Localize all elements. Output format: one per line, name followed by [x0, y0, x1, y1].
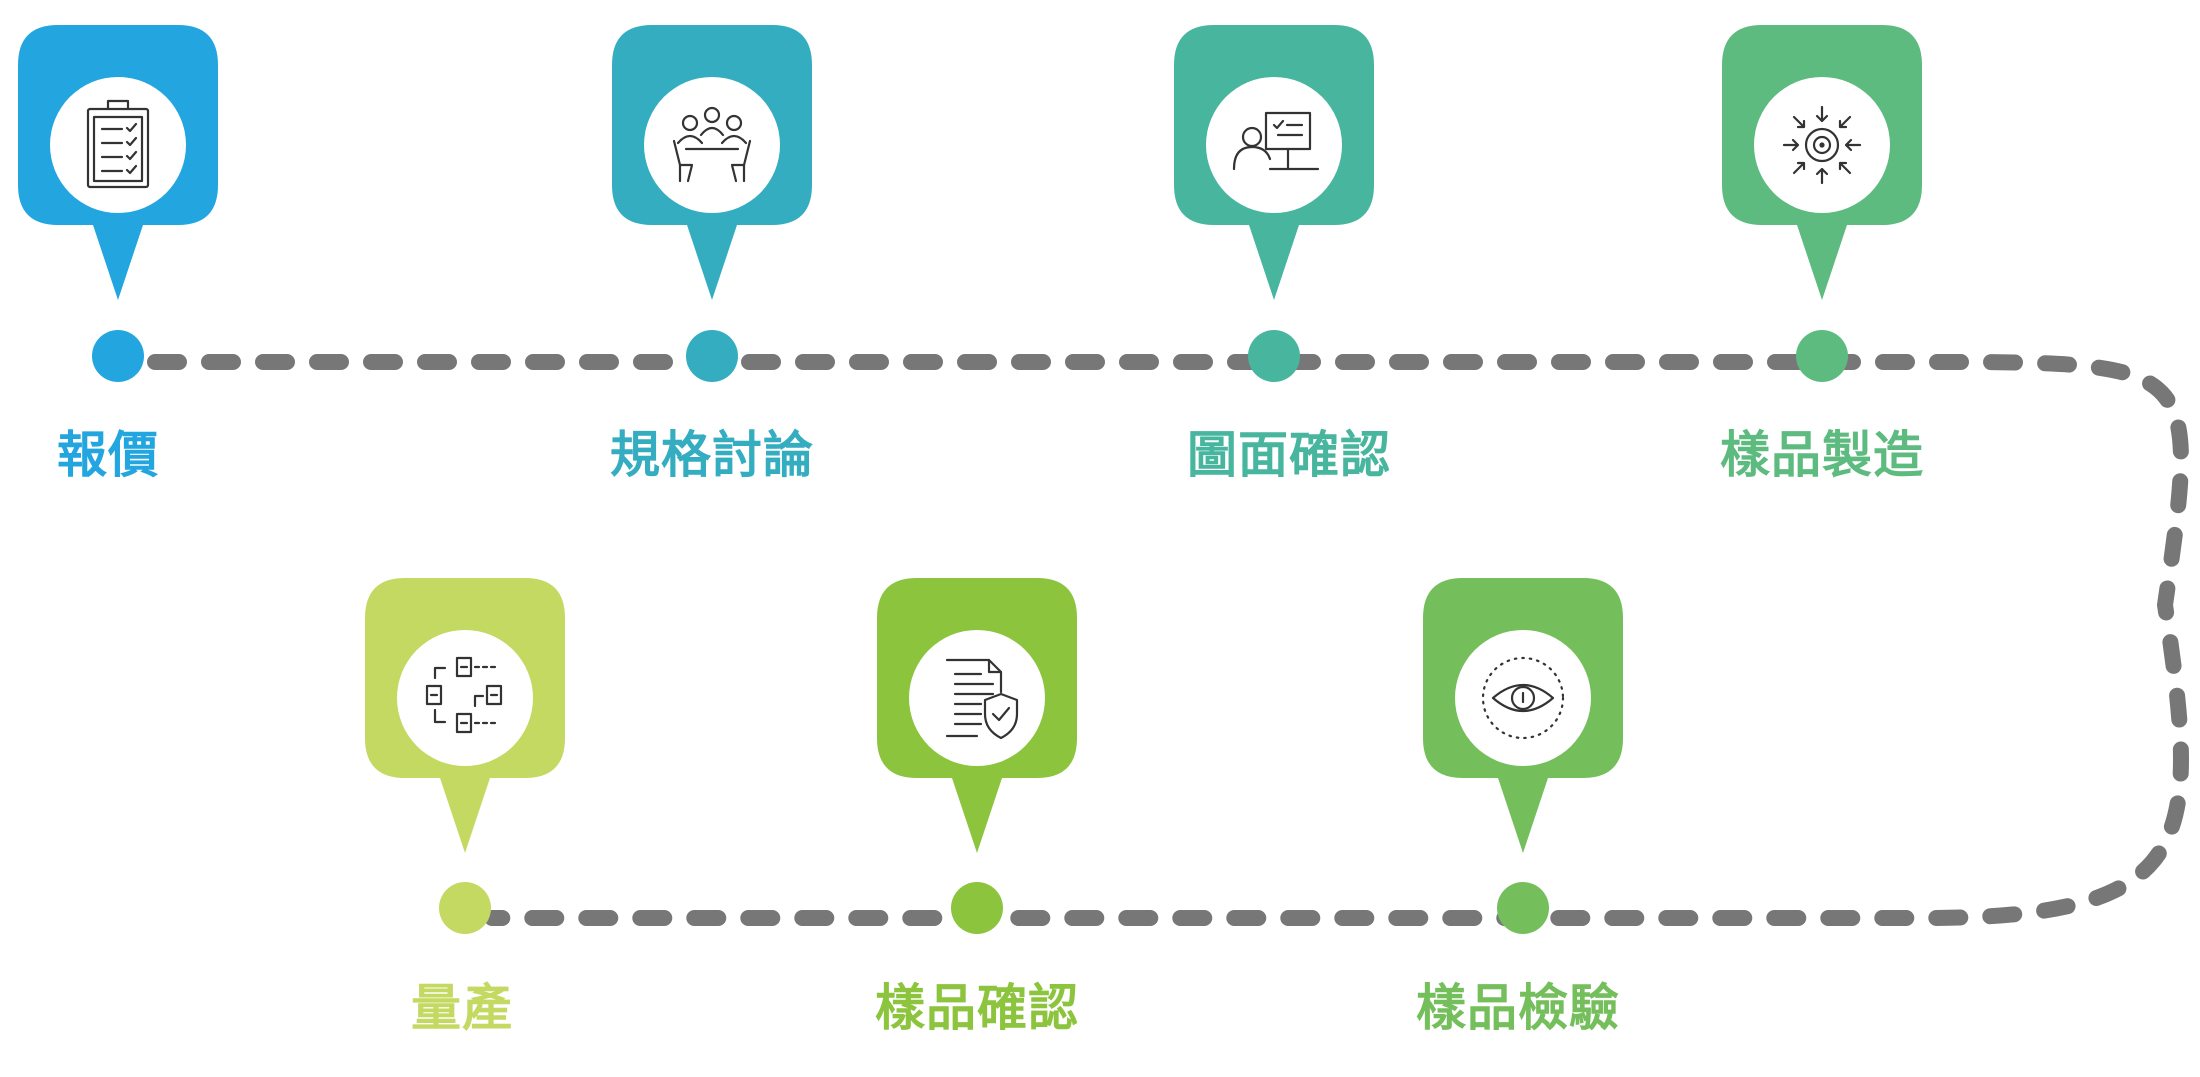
step-pin-2	[612, 25, 812, 300]
clipboard-checklist-icon	[86, 99, 150, 189]
document-shield-icon	[945, 658, 1019, 740]
eye-inspection-icon	[1481, 656, 1565, 740]
step-pin-3	[1174, 25, 1374, 300]
step-pin-7	[1423, 578, 1623, 853]
step-label-7: 樣品檢驗	[1416, 979, 1620, 1037]
step-marker-6	[951, 882, 1003, 934]
step-label-5: 量產	[411, 979, 513, 1037]
meeting-table-icon	[672, 106, 752, 183]
step-label-3: 圖面確認	[1187, 426, 1391, 484]
step-pin-4	[1722, 25, 1922, 300]
step-pin-1	[18, 25, 218, 300]
step-label-6: 樣品確認	[875, 979, 1079, 1037]
step-marker-4	[1796, 330, 1848, 382]
step-label-1: 報價	[57, 426, 159, 484]
target-focus-icon	[1782, 105, 1862, 185]
step-label-2: 規格討論	[610, 426, 814, 484]
step-pin-6	[877, 578, 1077, 853]
step-marker-2	[686, 330, 738, 382]
step-marker-7	[1497, 882, 1549, 934]
dashed-connector-path	[147, 354, 2189, 926]
step-marker-3	[1248, 330, 1300, 382]
step-label-4: 樣品製造	[1720, 426, 1924, 484]
step-pin-5	[365, 578, 565, 853]
step-marker-1	[92, 330, 144, 382]
step-marker-5	[439, 882, 491, 934]
presentation-screen-icon	[1232, 111, 1320, 171]
process-blocks-icon	[425, 656, 503, 734]
